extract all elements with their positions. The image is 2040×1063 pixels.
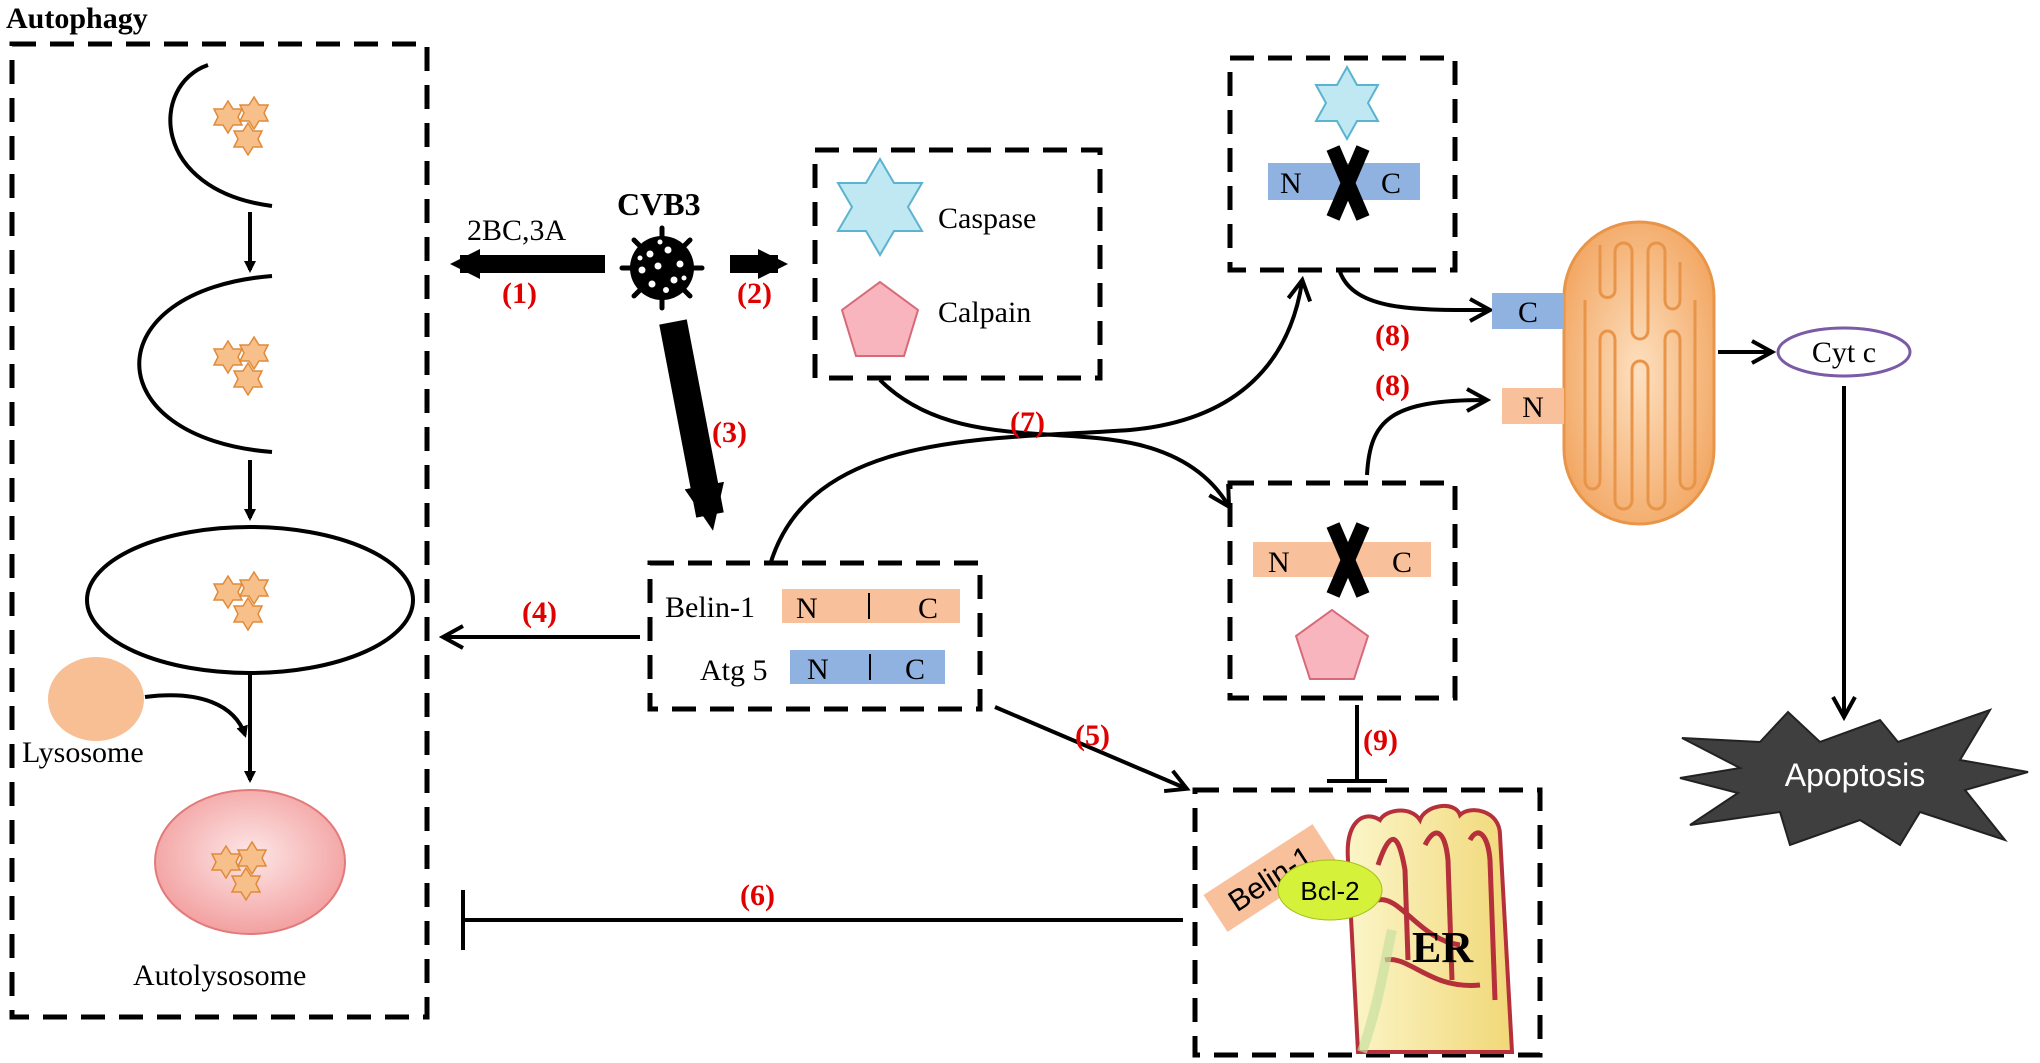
label-2bc-3a: 2BC,3A — [467, 214, 567, 247]
cleaved-belin1-n: N — [1268, 546, 1290, 579]
belin1-label: Belin-1 — [665, 591, 755, 624]
calpain-icon — [840, 280, 920, 357]
cvb3-label: CVB3 — [617, 186, 701, 222]
step-4-label: (4) — [522, 596, 557, 629]
step-1-label: (1) — [502, 277, 537, 310]
step-9-label: (9) — [1363, 724, 1398, 757]
phagophore-membrane — [168, 63, 273, 208]
autophagy-title: Autophagy — [6, 2, 148, 35]
caspase-label: Caspase — [938, 202, 1036, 235]
apoptosis-label: Apoptosis — [1785, 757, 1926, 793]
n-fragment-label: N — [1522, 391, 1544, 424]
mitochondrion-icon — [1562, 220, 1716, 526]
step-8-label-a: (8) — [1375, 319, 1410, 352]
n-fragment-bar — [1502, 388, 1564, 424]
autophagosome — [85, 525, 415, 675]
arrow-lysosome-fusion — [144, 693, 248, 738]
atg5-bar-c: C — [905, 653, 925, 686]
cleaved-atg5-n: N — [1280, 167, 1302, 200]
atg5-label: Atg 5 — [700, 654, 768, 687]
cleaved-atg5-c: C — [1381, 167, 1401, 200]
autophagy-panel — [9, 41, 430, 1020]
caspase-icon — [836, 157, 924, 257]
apoptosis-burst-icon — [1679, 708, 2029, 847]
calpain-small-icon — [1294, 608, 1370, 680]
cytc-oval — [1776, 326, 1912, 378]
cleaved-belin1-c: C — [1392, 546, 1412, 579]
er-icon — [1345, 804, 1515, 1054]
c-fragment-label: C — [1518, 296, 1538, 329]
arrow-step-5 — [994, 705, 1185, 788]
er-label: ER — [1412, 923, 1474, 972]
belin1-atg5-box — [647, 560, 983, 712]
lysosome-label: Lysosome — [22, 736, 144, 769]
cleaved-atg5-box — [1227, 55, 1458, 273]
arrow-step-3 — [659, 319, 724, 531]
step-3-label: (3) — [712, 416, 747, 449]
cvb3-virus-icon — [619, 225, 705, 311]
arrow-step-8-c-fragment — [1338, 271, 1488, 310]
autolysosome-label: Autolysosome — [133, 959, 306, 992]
bcl2-icon — [1277, 859, 1383, 921]
caspase-small-icon — [1314, 64, 1380, 142]
step-2-label: (2) — [737, 277, 772, 310]
cargo-stars-1 — [214, 97, 268, 155]
calpain-label: Calpain — [938, 296, 1031, 329]
arrow-step-8-n-fragment — [1365, 400, 1485, 476]
atg5-bar-n: N — [807, 653, 829, 686]
step-5-label: (5) — [1075, 719, 1110, 752]
c-fragment-bar — [1492, 293, 1564, 329]
protease-box — [812, 147, 1103, 381]
er-box — [1192, 787, 1543, 1058]
lysosome — [48, 657, 144, 741]
arrow-step-7-belin1-to-cleaved-atg5 — [768, 282, 1302, 566]
step-8-label-b: (8) — [1375, 369, 1410, 402]
cleaved-belin1-box — [1227, 480, 1458, 701]
arrow-step-7-protease-to-cleaved-belin1 — [878, 378, 1228, 505]
atg5-bar — [790, 650, 945, 684]
step-6-label: (6) — [740, 879, 775, 912]
belin1-bar-c: C — [918, 592, 938, 625]
cleavage-x-icon-atg5 — [1326, 145, 1370, 221]
belin1-bar-n: N — [796, 592, 818, 625]
belin1-bar — [782, 589, 960, 623]
expanding-membrane — [137, 274, 273, 454]
cargo-stars-3 — [214, 572, 268, 630]
cleavage-x-icon-belin1 — [1326, 522, 1370, 598]
cargo-stars-2 — [214, 337, 268, 395]
step-7-label: (7) — [1010, 406, 1045, 439]
cytc-label: Cyt c — [1812, 336, 1876, 369]
bcl2-label: Bcl-2 — [1300, 876, 1359, 906]
